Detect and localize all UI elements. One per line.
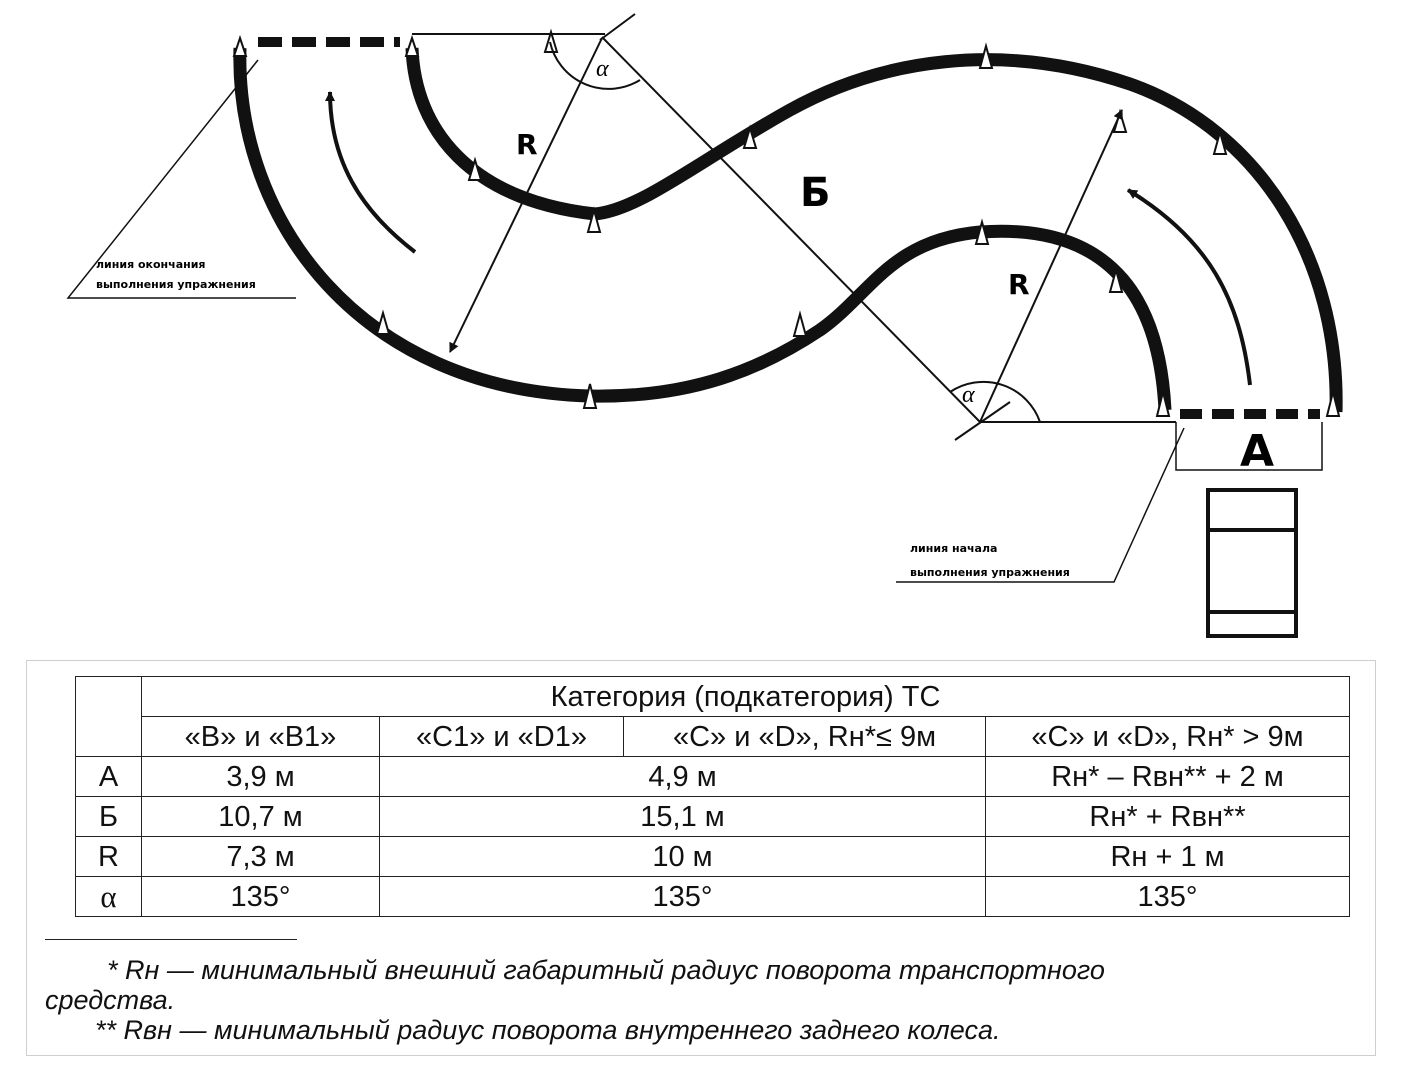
- start-line-caption-2: выполнения упражнения: [910, 566, 1070, 579]
- row-param: Б: [75, 796, 142, 837]
- table-row: α 135° 135° 135°: [75, 876, 1351, 917]
- label-alpha-top: α: [596, 56, 609, 82]
- table-cell: 135°: [984, 876, 1351, 917]
- outer-boundary-line: [233, 47, 1172, 411]
- cone: [974, 218, 990, 245]
- cone: [1155, 391, 1171, 417]
- cone: [792, 310, 808, 337]
- footnote-divider: [45, 939, 297, 940]
- car-icon: [1206, 488, 1298, 638]
- cone: [232, 34, 248, 57]
- inner-boundary-line: [405, 47, 596, 221]
- end-line-caption-1: линия окончания: [96, 258, 206, 271]
- cone: [586, 206, 602, 233]
- column-header: «C1» и «D1»: [379, 716, 624, 757]
- footnote-rvn: ** Rвн — минимальный радиус поворота вну…: [95, 1015, 1001, 1045]
- direction-arrow-right: [1126, 188, 1252, 386]
- table-cell: 135°: [379, 876, 986, 917]
- column-header: «C» и «D», Rн* > 9м: [984, 716, 1351, 757]
- category-header: Категория (подкатегория) ТС: [140, 676, 1351, 717]
- table-cell: 7,3 м: [141, 836, 380, 877]
- table-row: А 3,9 м 4,9 м Rн* – Rвн** + 2 м: [75, 756, 1351, 797]
- column-header: «B» и «B1»: [141, 716, 380, 757]
- column-header: «C» и «D», Rн*≤ 9м: [623, 716, 986, 757]
- table-row: R 7,3 м 10 м Rн + 1 м: [75, 836, 1351, 877]
- footnote-rn-line2: средства.: [45, 985, 176, 1015]
- table-column-header-row: «B» и «B1» «C1» и «D1» «C» и «D», Rн*≤ 9…: [76, 716, 1351, 757]
- leader-lines: [66, 59, 1323, 583]
- construction-lines: [412, 13, 1176, 441]
- parameters-table: Категория (подкатегория) ТС «B» и «B1» «…: [75, 676, 1351, 917]
- table-row: Б 10,7 м 15,1 м Rн* + Rвн**: [75, 796, 1351, 837]
- parameters-panel: Категория (подкатегория) ТС «B» и «B1» «…: [26, 660, 1376, 1056]
- cone: [404, 34, 420, 57]
- label-b: Б: [800, 170, 831, 216]
- outer-boundary-line-2: [594, 53, 1343, 413]
- row-param: А: [75, 756, 142, 797]
- cone: [375, 309, 391, 335]
- cone: [1325, 391, 1341, 417]
- start-line-caption-1: линия начала: [910, 542, 997, 555]
- label-r-left: R: [516, 128, 538, 161]
- footnote-rn-line1: * Rн — минимальный внешний габаритный ра…: [107, 955, 1105, 985]
- table-cell: 3,9 м: [141, 756, 380, 797]
- table-cell: 4,9 м: [379, 756, 986, 797]
- empty-corner-cell: [75, 676, 142, 757]
- label-a: А: [1240, 426, 1274, 477]
- cone: [742, 124, 758, 149]
- snake-course-diagram: Б А R R α α линия окончания выполнения у…: [66, 13, 1343, 638]
- table-cell: Rн* + Rвн**: [984, 796, 1351, 837]
- cone: [582, 383, 598, 409]
- label-alpha-bottom: α: [962, 382, 975, 408]
- cone: [978, 42, 994, 69]
- table-cell: Rн* – Rвн** + 2 м: [984, 756, 1351, 797]
- label-r-right: R: [1008, 268, 1030, 301]
- row-param: α: [75, 876, 142, 917]
- cone: [467, 156, 483, 181]
- table-cell: 10,7 м: [141, 796, 380, 837]
- table-cell: 10 м: [379, 836, 986, 877]
- table-header-row: Категория (подкатегория) ТС: [75, 676, 1351, 757]
- row-param: R: [75, 836, 142, 877]
- direction-arrow-left: [325, 91, 417, 254]
- table-cell: 135°: [141, 876, 380, 917]
- cone: [1108, 266, 1124, 293]
- radius-arrow-left: [449, 37, 603, 353]
- cone: [1212, 128, 1228, 155]
- cone-markers: [232, 28, 1341, 417]
- end-line-caption-2: выполнения упражнения: [96, 278, 256, 291]
- table-cell: Rн + 1 м: [984, 836, 1351, 877]
- radius-arrow-right: [979, 109, 1123, 423]
- table-cell: 15,1 м: [379, 796, 986, 837]
